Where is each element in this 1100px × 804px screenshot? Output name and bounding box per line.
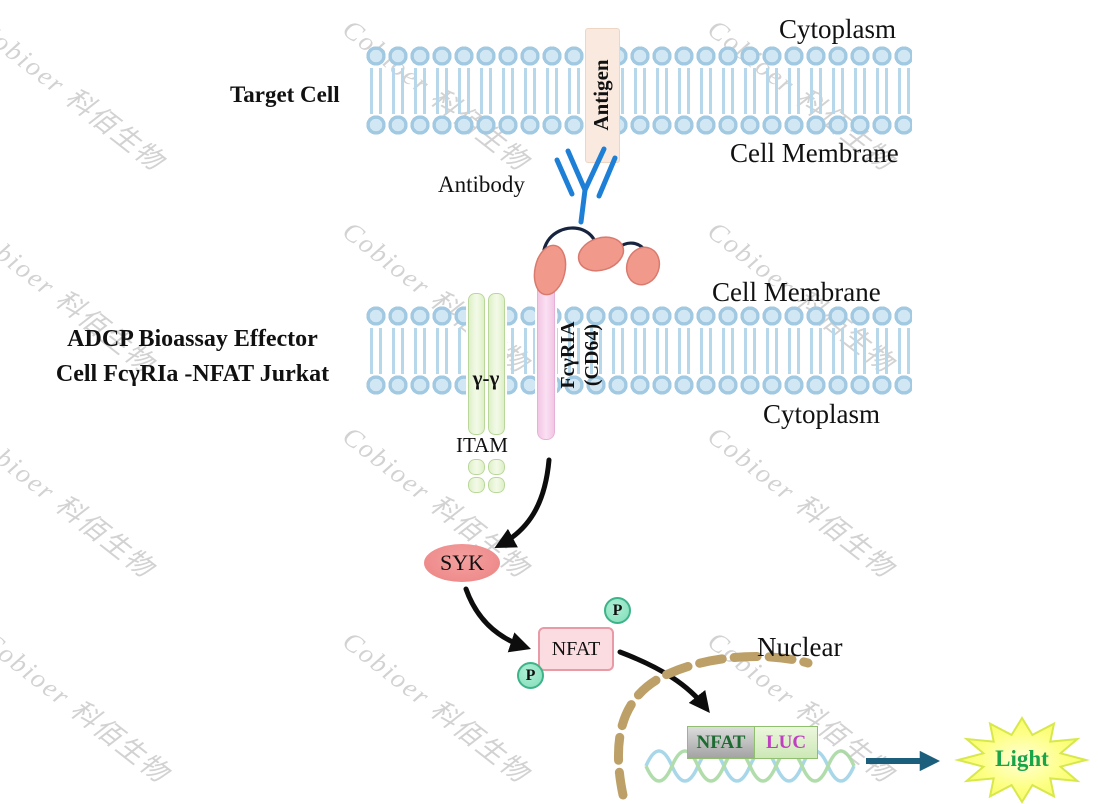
gamma-chain <box>466 291 487 437</box>
itam-segment <box>486 457 507 477</box>
nfat-gene-box: NFAT <box>687 726 754 759</box>
effector-cell-label-line1: ADCP Bioassay Effector <box>67 326 318 352</box>
syk-protein: SYK <box>424 544 500 582</box>
target-cell-membrane <box>365 45 912 137</box>
lipid-heads-row <box>365 114 912 137</box>
target-cell-label: Target Cell <box>230 82 340 107</box>
lipid-tails-row <box>365 91 912 114</box>
arrow-syk-to-nfat <box>463 586 531 653</box>
gamma-gamma-label: γ-γ <box>472 366 500 390</box>
receptor-linkers <box>542 226 648 254</box>
antibody-label: Antibody <box>438 172 525 197</box>
arrow-nfat-to-nucleus <box>617 649 710 713</box>
cytoplasm-label-top: Cytoplasm <box>779 14 897 44</box>
nuclear-label: Nuclear <box>757 632 843 662</box>
antigen-shape <box>585 28 620 163</box>
receptor-label: FcγRIA (CD64) <box>556 285 604 425</box>
effector-cell-label: ADCP Bioassay Effector Cell FcγRIa -NFAT… <box>20 322 365 392</box>
itam-segment <box>466 475 487 495</box>
itam-segment <box>466 457 487 477</box>
lipid-heads-row <box>365 45 912 68</box>
phospho-badge-top: P <box>604 597 631 624</box>
watermark: Cobioer 科佰生物 <box>337 625 535 790</box>
lipid-tails-row <box>365 351 912 374</box>
effector-cell-membrane <box>365 305 912 397</box>
gamma-chain <box>486 291 507 437</box>
lipid-heads-row <box>365 374 912 397</box>
syk-label: SYK <box>439 550 484 575</box>
luc-gene-label: LUC <box>765 731 807 753</box>
watermark: Cobioer 科佰生物 <box>0 13 170 178</box>
effector-cell-label-line2: Cell FcγRIa -NFAT Jurkat <box>55 361 330 387</box>
luc-gene-box: LUC <box>754 726 818 759</box>
itam-label: ITAM <box>456 433 508 457</box>
watermark: Cobioer 科佰生物 <box>702 420 900 585</box>
lipid-tails-row <box>365 328 912 351</box>
itam-segment <box>486 475 507 495</box>
arrow-itam-to-syk <box>494 457 552 548</box>
cell-membrane-label-mid: Cell Membrane <box>712 277 881 307</box>
nfat-protein: NFAT <box>538 627 614 671</box>
antigen-label: Antigen <box>589 59 613 131</box>
watermark: Cobioer 科佰生物 <box>0 420 160 585</box>
nfat-label: NFAT <box>551 637 601 660</box>
phospho-badge-bottom: P <box>517 662 544 689</box>
receptor-label-line1: FcγRIA <box>557 321 579 389</box>
light-label: Light <box>995 746 1049 771</box>
lipid-heads-row <box>365 305 912 328</box>
receptor-stem <box>535 256 557 442</box>
receptor-label-line2: (CD64) <box>581 323 603 387</box>
watermark: Cobioer 科佰生物 <box>0 625 175 790</box>
lipid-tails-row <box>365 68 912 91</box>
cell-membrane-label-top: Cell Membrane <box>730 138 899 168</box>
nfat-gene-label: NFAT <box>696 731 746 753</box>
cytoplasm-label-mid: Cytoplasm <box>763 399 881 429</box>
